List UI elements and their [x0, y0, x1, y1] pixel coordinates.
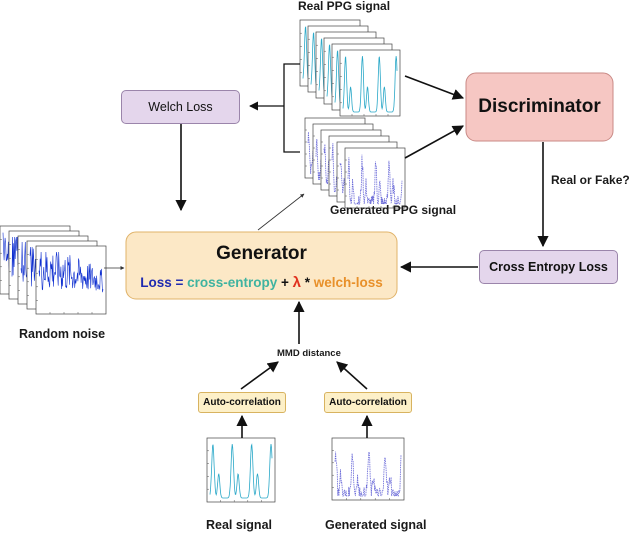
autocorr-real-label: Auto-correlation: [203, 397, 281, 408]
generator-label-wrap: Generator: [126, 240, 397, 268]
real-signal-0-frame: [206, 437, 276, 503]
generator-box: [125, 231, 398, 300]
formula-equals: =: [171, 274, 188, 290]
discriminator-box: [465, 72, 614, 142]
generator-label: Generator: [216, 243, 307, 264]
generated-signal-label: Generated signal: [325, 518, 427, 532]
real-ppg-5-frame: [339, 49, 401, 117]
arrow-generated-to-discriminator: [404, 125, 464, 159]
formula-lambda: λ: [292, 273, 301, 291]
real-ppg-5-trace: [342, 56, 398, 113]
welch-loss-label: Welch Loss: [148, 100, 213, 114]
mmd-distance-label: MMD distance: [277, 348, 341, 359]
formula-times: *: [300, 274, 314, 290]
arrow-autocorr-real-to-mmd: [240, 361, 279, 390]
arrow-real-to-discriminator: [404, 75, 465, 100]
real-ppg-signal-stack: [299, 19, 401, 117]
random-noise-label: Random noise: [19, 327, 106, 341]
generated-ppg-signal-stack: [304, 117, 406, 209]
formula-loss: Loss: [140, 274, 172, 290]
real-or-fake-label: Real or Fake?: [551, 173, 630, 187]
real-signal-0-trace: [209, 443, 273, 499]
arrow-autocorr-gen-to-mmd: [336, 361, 368, 390]
real-signal-plot: [206, 437, 276, 503]
autocorr-real-box: Auto-correlation: [198, 392, 286, 413]
generated-ppg-signal-title: Generated PPG signal: [330, 203, 457, 217]
real-signal-label: Real signal: [206, 518, 272, 532]
noise-4-trace: [38, 251, 104, 293]
generated-signal-plot: [331, 437, 405, 501]
formula-cross-entropy: cross-entropy: [187, 274, 278, 290]
discriminator-label-wrap: Discriminator: [466, 73, 613, 141]
cross-entropy-loss-box: Cross Entropy Loss: [479, 250, 618, 284]
formula-welch-loss: welch-loss: [313, 274, 383, 290]
real-ppg-signal-title: Real PPG signal: [298, 0, 391, 13]
arrow-generator-to-generated: [257, 193, 305, 231]
welch-bracket: [283, 63, 300, 153]
welch-loss-box: Welch Loss: [121, 90, 240, 124]
autocorr-generated-box: Auto-correlation: [324, 392, 412, 413]
autocorr-generated-label: Auto-correlation: [329, 397, 407, 408]
loss-formula: Loss = cross-entropy + λ * welch-loss: [126, 270, 397, 294]
cross-entropy-loss-label: Cross Entropy Loss: [489, 260, 608, 274]
noise-4-frame: [35, 245, 107, 315]
discriminator-label: Discriminator: [478, 96, 601, 117]
gen-ppg-5-trace: [347, 154, 403, 206]
generated-signal-0-trace: [334, 451, 402, 497]
random-noise-stack: [0, 225, 107, 315]
formula-plus: +: [277, 274, 293, 290]
